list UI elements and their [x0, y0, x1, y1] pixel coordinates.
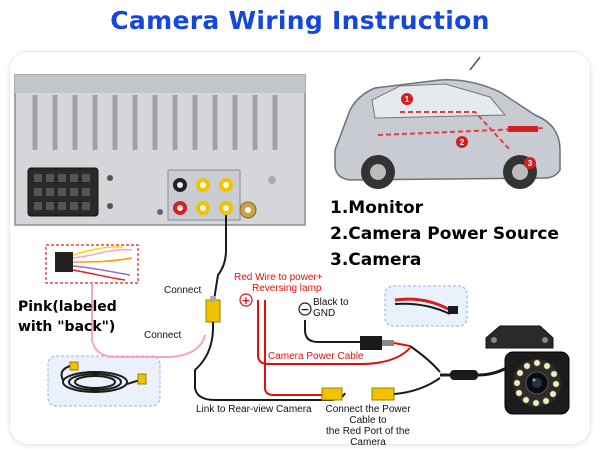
legend-monitor: 1.Monitor: [330, 198, 424, 218]
rca-extension-cable-inset: [47, 355, 161, 407]
red-wire-label: Red Wire to power+ Reversing lamp: [234, 272, 323, 294]
svg-text:−: −: [300, 303, 309, 316]
connect-label-top: Connect: [164, 285, 202, 296]
legend-camera-power-source: 2.Camera Power Source: [330, 224, 559, 244]
connect-label-bottom: Connect: [144, 330, 182, 341]
car-marker-1: 1: [405, 95, 410, 104]
rear-camera: [485, 325, 570, 415]
plus-icon: [239, 293, 253, 307]
black-gnd-label: Black to GND: [313, 297, 349, 319]
page-title: Camera Wiring Instruction: [110, 6, 490, 35]
link-rear-camera-label: Link to Rear-view Camera: [196, 404, 312, 415]
car-illustration: 1 2 3: [334, 56, 561, 189]
camera-power-cable-label: Camera Power Cable: [268, 351, 364, 362]
pink-wire-label: Pink(labeled with "back"): [18, 299, 117, 335]
minus-icon: [298, 302, 312, 316]
head-unit-rear: [14, 74, 306, 226]
legend-camera: 3.Camera: [330, 250, 422, 270]
car-marker-3: 3: [528, 159, 533, 168]
car-marker-2: 2: [460, 138, 465, 147]
harness-inset: [45, 244, 139, 284]
power-cable-inset: [384, 285, 468, 327]
wires: [91, 215, 511, 401]
svg-text:+: +: [241, 294, 250, 307]
connect-power-cable-label: Connect the Power Cable to the Red Port …: [325, 404, 411, 448]
